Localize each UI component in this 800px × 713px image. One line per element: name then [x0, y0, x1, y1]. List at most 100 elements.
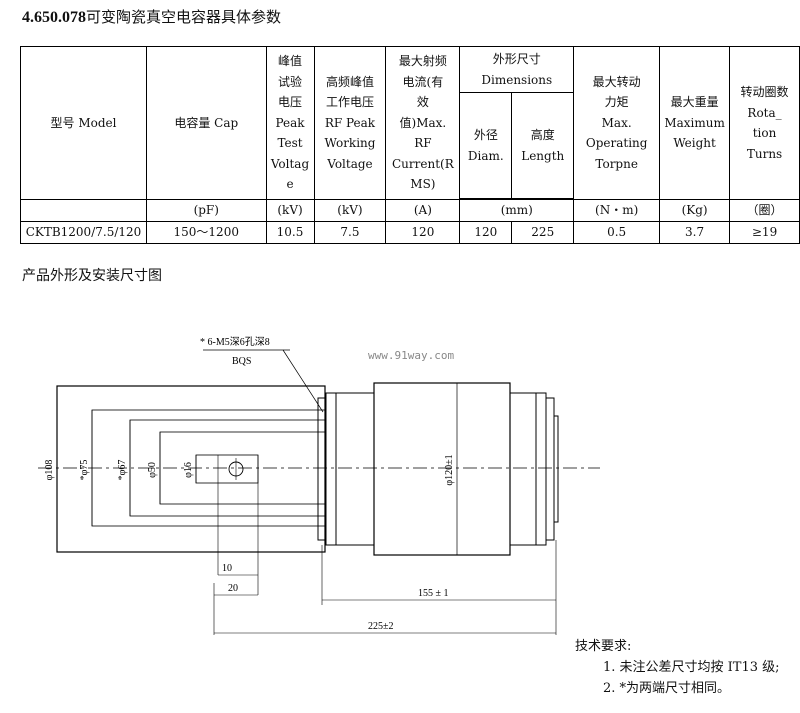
hl: 高度: [530, 128, 555, 142]
hl: 最大射频: [398, 54, 447, 69]
header-cap: 电容量 Cap: [145, 46, 267, 200]
page-title: 4.650.078可变陶瓷真空电容器具体参数: [22, 6, 281, 27]
hl: tion: [752, 126, 777, 140]
row-cap: 150～1200: [145, 221, 267, 244]
header-dimensions: 外形尺寸 Dimensions: [459, 46, 575, 93]
hl: Length: [521, 148, 565, 163]
technical-notes: 技术要求: 1. 未注公差尺寸均按 IT13 级; 2. *为两端尺寸相同。: [575, 636, 780, 699]
dim-108-label: φ108: [44, 460, 55, 481]
row-test-voltage: 10.5: [265, 221, 315, 244]
hl: 最大重量: [670, 95, 719, 110]
hl: 峰值: [278, 54, 303, 69]
dim-225-label: 225±2: [368, 621, 394, 632]
note-item-1: 1. 未注公差尺寸均按 IT13 级;: [603, 660, 780, 675]
header-rf-current: 最大射频 电流(有 效 值)Max. RF Current(R MS): [385, 46, 461, 200]
hl: MS): [410, 177, 436, 192]
hl: 效: [416, 95, 429, 110]
dim-120-label: φ120±1: [444, 454, 455, 485]
dim-10-label: 10: [222, 563, 232, 574]
hl: RF Peak: [324, 115, 376, 130]
hl: Current(R: [392, 156, 454, 171]
hl: Torpne: [595, 156, 638, 171]
row-rf-voltage: 7.5: [313, 221, 387, 244]
header-rf-voltage-lines: 高频峰值 工作电压 RF Peak Working Voltage: [317, 72, 384, 175]
hl: 值)Max.: [399, 115, 447, 130]
row-weight: 3.7: [659, 221, 731, 244]
header-rf-voltage: 高频峰值 工作电压 RF Peak Working Voltage: [313, 46, 387, 200]
hl: 试验: [278, 74, 303, 89]
header-diam-lines: 外径 Diam.: [462, 125, 509, 166]
header-length-lines: 高度 Length: [514, 125, 571, 166]
hl: Test: [277, 136, 303, 151]
hl: Voltag: [270, 156, 310, 171]
title-text: 可变陶瓷真空电容器具体参数: [86, 8, 282, 26]
callout-sub: BQS: [232, 356, 251, 367]
hl: 电压: [278, 95, 303, 110]
header-weight-lines: 最大重量 Maximum Weight: [662, 92, 727, 154]
row-length: 225: [511, 221, 575, 244]
header-rf-current-lines: 最大射频 电流(有 效 值)Max. RF Current(R MS): [388, 51, 457, 195]
dim-50-label: φ50: [147, 462, 158, 478]
hl: 工作电压: [325, 95, 374, 110]
hl: Peak: [275, 115, 305, 130]
notes-heading: 技术要求:: [575, 639, 632, 654]
row-model: CKTB1200/7.5/120: [20, 221, 147, 244]
shaft-16: [195, 454, 259, 484]
row-rf-current: 120: [385, 221, 461, 244]
left-ring-b: [325, 392, 337, 546]
hl: 外径: [473, 128, 498, 142]
hl: Working: [324, 136, 376, 151]
unit-rf-current: (A): [385, 199, 461, 222]
unit-weight: (Kg): [659, 199, 731, 222]
right-cap: [553, 415, 559, 523]
unit-model-blank: [20, 199, 147, 222]
hl: Rota_: [747, 105, 782, 120]
header-test-voltage: 峰值 试验 电压 Peak Test Voltag e: [265, 46, 315, 200]
row-rotation: ≥19: [729, 221, 800, 244]
hl: 高频峰值: [325, 74, 374, 89]
hl: 转动圈数: [740, 85, 789, 99]
dim-75-label: *φ75: [79, 460, 90, 481]
title-code: 4.650.078: [22, 9, 86, 26]
row-torque: 0.5: [573, 221, 661, 244]
hl: Max.: [601, 115, 632, 130]
technical-drawing: φ108 *φ75 *φ67 φ50 φ16 φ120±1 * 6-M5深6孔深…: [38, 336, 600, 635]
header-rotation: 转动圈数 Rota_ tion Turns: [729, 46, 800, 200]
dim-67-label: *φ67: [117, 460, 128, 481]
unit-dimensions: (mm): [459, 199, 575, 222]
header-weight: 最大重量 Maximum Weight: [659, 46, 731, 200]
callout-leader: [282, 349, 324, 413]
header-diam: 外径 Diam.: [459, 92, 513, 199]
hl: Turns: [746, 146, 783, 161]
dim-20-label: 20: [228, 583, 238, 594]
hl: 电流(有: [402, 74, 444, 89]
header-model: 型号 Model: [20, 46, 147, 200]
unit-cap: (pF): [145, 199, 267, 222]
row-diam: 120: [459, 221, 513, 244]
hl: Weight: [673, 136, 716, 151]
header-torque-lines: 最大转动 力矩 Max. Operating Torpne: [576, 72, 657, 175]
unit-test-voltage: (kV): [265, 199, 315, 222]
hl: Operating: [585, 136, 648, 151]
header-test-voltage-lines: 峰值 试验 电压 Peak Test Voltag e: [269, 51, 312, 195]
hl: 力矩: [604, 95, 629, 110]
right-ring-a: [535, 392, 547, 546]
hl: Voltage: [327, 156, 373, 171]
hl: Diam.: [467, 148, 504, 163]
right-ring-b: [545, 397, 555, 541]
drawing-heading: 产品外形及安装尺寸图: [22, 268, 162, 284]
hl: 最大转动: [592, 74, 641, 89]
hl: e: [286, 177, 294, 192]
header-rotation-lines: 转动圈数 Rota_ tion Turns: [732, 82, 797, 164]
note-item-2: 2. *为两端尺寸相同。: [603, 681, 731, 696]
header-torque: 最大转动 力矩 Max. Operating Torpne: [573, 46, 661, 200]
hl: Maximum: [664, 115, 725, 130]
header-length: 高度 Length: [511, 92, 575, 199]
unit-rf-voltage: (kV): [313, 199, 387, 222]
ceramic-body: [373, 382, 511, 556]
unit-rotation: （圈）: [729, 199, 800, 222]
unit-torque: (N・m): [573, 199, 661, 222]
hl: RF: [414, 136, 432, 151]
watermark-text: www.91way.com: [368, 349, 454, 362]
dim-155-label: 155 ± 1: [418, 588, 449, 599]
